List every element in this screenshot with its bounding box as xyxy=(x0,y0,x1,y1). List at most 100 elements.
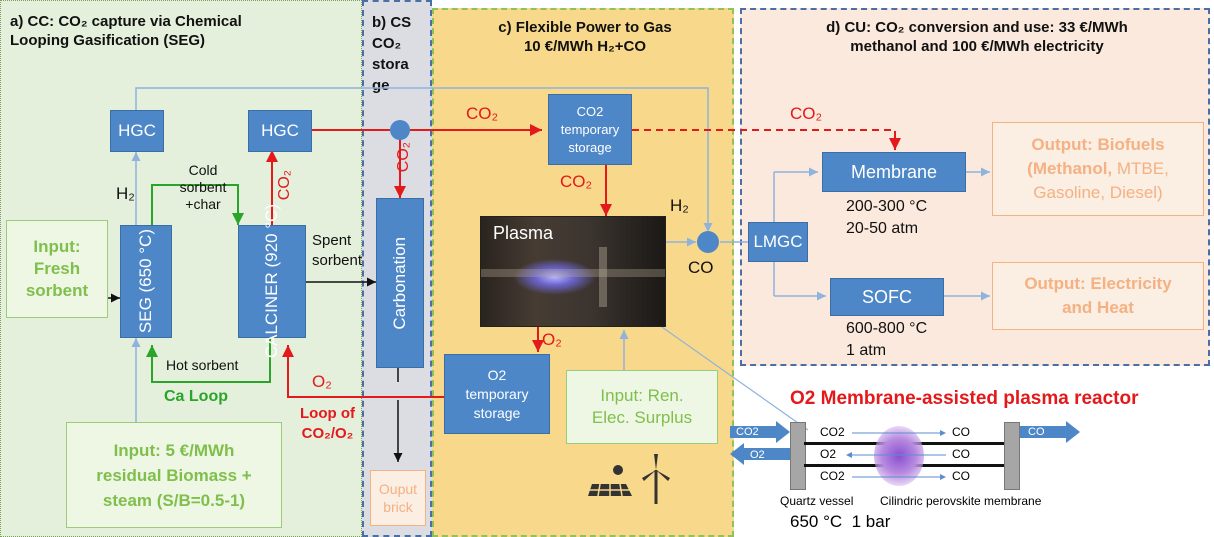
co-label: CO xyxy=(688,258,714,277)
o2-loop-line xyxy=(282,345,444,398)
plasma-glow xyxy=(874,426,924,486)
reactor-conditions: 650 °C 1 bar xyxy=(790,512,891,531)
reactor-drawing: CO2 CO O2 CO CO2 CO xyxy=(790,422,1020,490)
row2-left: O2 xyxy=(820,447,837,461)
co2-plasma-label: CO₂ xyxy=(560,172,593,191)
panel-b-title: b) CS CO₂ stora ge xyxy=(372,12,422,96)
brick-line2: brick xyxy=(383,499,413,515)
row1-left: CO2 xyxy=(820,425,845,439)
membrane-cond-2: 20-50 atm xyxy=(846,220,919,237)
solar-panel-icon xyxy=(588,465,632,497)
membrane-cond-1: 200-300 °C xyxy=(846,198,928,215)
ca-loop-label: Ca Loop xyxy=(164,388,228,405)
h2-label-left: H₂ xyxy=(116,184,135,203)
co2-dashed-line xyxy=(632,129,901,150)
co2-storage-line2: temporary xyxy=(560,121,620,137)
brick-line1: Ouput xyxy=(378,481,418,497)
membrane-box[interactable]: Membrane xyxy=(822,152,966,192)
panel-d-title: d) CU: CO₂ conversion and use: 33 €/MWh … xyxy=(748,18,1206,56)
co2-split-node xyxy=(390,120,410,140)
panel-c-title-line1: c) Flexible Power to Gas xyxy=(498,19,672,36)
loop-of-1: Loop of xyxy=(300,405,355,422)
biofuels-line2: (Methanol, MTBE, xyxy=(1027,157,1169,181)
biomass-input: Input: 5 €/MWh residual Biomass + steam … xyxy=(66,422,282,528)
o2-loop-label: O₂ xyxy=(312,372,332,391)
o2-temporary-storage-box[interactable]: O2 temporary storage xyxy=(444,354,550,434)
row3-right: CO xyxy=(952,469,970,483)
brick-output: Ouput brick xyxy=(370,470,426,526)
biomass-line2: residual Biomass + xyxy=(96,465,252,485)
renewable-electricity-input: Input: Ren. Elec. Surplus xyxy=(566,370,718,444)
biofuels-line2b: MTBE, xyxy=(1116,159,1169,178)
spent-1: Spent xyxy=(312,232,352,249)
calciner-box[interactable]: CALCINER (920 °C) xyxy=(238,204,306,359)
panel-a-title-line2: Looping Gasification (SEG) xyxy=(10,32,205,49)
ren-line2: Elec. Surplus xyxy=(591,408,693,427)
reactor-out-co: CO xyxy=(1028,426,1045,438)
electricity-output: Output: Electricity and Heat xyxy=(992,262,1204,330)
co2-storage-line3: storage xyxy=(568,139,612,155)
co2-carbonation-label: CO₂ xyxy=(395,142,412,173)
reactor-title: O2 Membrane-assisted plasma reactor xyxy=(790,388,1139,409)
loop-of-2: CO₂/O₂ xyxy=(301,425,354,442)
sofc-cond-1: 600-800 °C xyxy=(846,320,928,337)
panel-d-title-line1: d) CU: CO₂ conversion and use: 33 €/MWh xyxy=(826,19,1128,36)
lmgc-box[interactable]: LMGC xyxy=(748,222,808,262)
biofuels-line3: Gasoline, Diesel) xyxy=(1033,183,1163,202)
reactor-io-arrows xyxy=(730,421,1080,465)
hot-sorbent-label: Hot sorbent xyxy=(166,357,239,373)
panel-c-title: c) Flexible Power to Gas 10 €/MWh H₂+CO xyxy=(440,18,730,56)
spent-sorbent-label: Spent sorbent xyxy=(312,231,362,271)
co2-temporary-storage-box[interactable]: CO2 temporary storage xyxy=(548,94,632,165)
hgc-box-left[interactable]: HGC xyxy=(110,110,164,152)
cold-sorbent-1: Cold xyxy=(188,162,218,178)
membrane-conditions: 200-300 °C 20-50 atm xyxy=(846,196,927,240)
cold-sorbent-2: sorbent xyxy=(179,179,227,195)
panel-d-title-line2: methanol and 100 €/MWh electricity xyxy=(850,38,1104,55)
wind-turbine-icon xyxy=(642,454,670,504)
h2-line xyxy=(135,87,713,232)
cold-sorbent-label: Cold sorbent +char xyxy=(170,162,236,213)
biomass-line3: steam (S/B=0.5-1) xyxy=(102,490,246,510)
fresh-line2: Fresh xyxy=(33,259,81,278)
cold-sorbent-3: +char xyxy=(185,196,221,212)
carbonation-label: Carbonation xyxy=(390,236,409,330)
ren-line1: Input: Ren. xyxy=(600,386,684,405)
quartz-vessel-label: Quartz vessel xyxy=(780,494,854,508)
spent-2: sorbent xyxy=(312,252,363,269)
reactor-flow-arrows xyxy=(846,430,946,480)
hot-sorbent-line xyxy=(146,338,271,383)
sofc-box[interactable]: SOFC xyxy=(830,278,944,316)
o2-storage-line3: storage xyxy=(473,404,521,421)
panel-a-title: a) CC: CO₂ capture via Chemical Looping … xyxy=(10,12,242,50)
biomass-line1: Input: 5 €/MWh xyxy=(113,440,235,460)
hgc-box-right[interactable]: HGC xyxy=(248,110,312,152)
seg-reactor-box[interactable]: SEG (650 °C) xyxy=(120,225,172,338)
fresh-sorbent-input: Input: Fresh sorbent xyxy=(6,220,108,318)
loop-label: Loop of CO₂/O₂ xyxy=(300,404,355,444)
panel-a-title-line1: a) CC: CO₂ capture via Chemical xyxy=(10,13,242,30)
reactor-in-co2: CO2 xyxy=(736,426,759,438)
fresh-line1: Input: xyxy=(33,237,81,256)
row2-right: CO xyxy=(952,447,970,461)
reactor-in-o2: O2 xyxy=(750,449,765,461)
o2-storage-line1: O2 xyxy=(487,366,507,383)
co2-top-label: CO₂ xyxy=(466,104,499,123)
sofc-cond-2: 1 atm xyxy=(846,342,887,359)
electricity-line2: and Heat xyxy=(1062,298,1134,317)
electricity-line1: Output: Electricity xyxy=(1024,274,1172,293)
reactor-right-cap xyxy=(1004,422,1020,490)
syngas-mix-node xyxy=(697,231,719,253)
co2-calciner-label: CO₂ xyxy=(276,170,293,201)
biofuels-line1: Output: Biofuels xyxy=(1031,135,1165,154)
plasma-image: Plasma xyxy=(480,216,666,327)
plasma-label: Plasma xyxy=(493,223,554,243)
calciner-label: CALCINER (920 °C) xyxy=(262,204,281,359)
carbonation-box[interactable]: Carbonation xyxy=(376,198,424,368)
cold-sorbent-line xyxy=(151,184,244,225)
o2-storage-line2: temporary xyxy=(465,385,529,402)
row3-left: CO2 xyxy=(820,469,845,483)
o2-plasma-label: O₂ xyxy=(542,330,562,349)
seg-reactor-label: SEG (650 °C) xyxy=(136,229,155,334)
